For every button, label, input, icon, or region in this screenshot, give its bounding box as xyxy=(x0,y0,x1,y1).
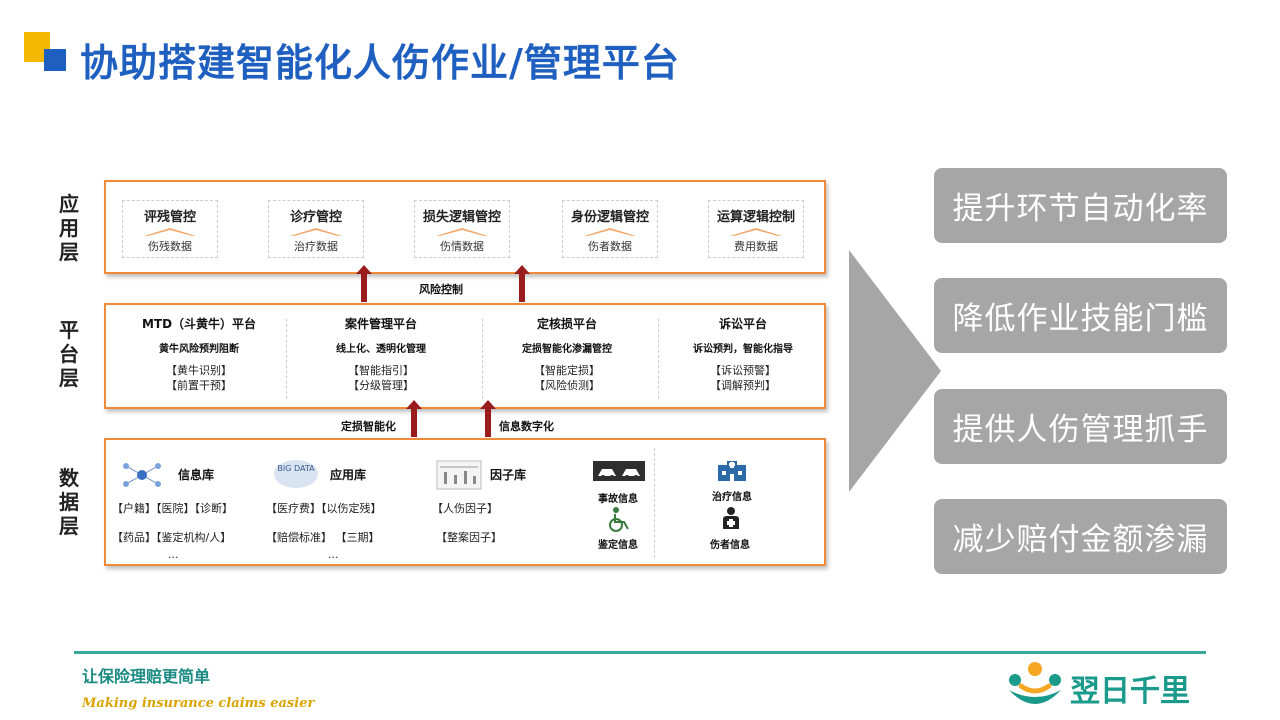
car-accident-icon xyxy=(593,461,645,481)
treatment-info-label: 治疗信息 xyxy=(712,492,752,503)
app-library-more: ... xyxy=(328,548,339,561)
data-layer-label: 数据层 xyxy=(59,466,79,538)
page-title: 协助搭建智能化人伤作业/管理平台 xyxy=(80,41,680,85)
up-arrow-left xyxy=(356,265,372,302)
data-layer: 信息库 【户籍】【医院】【诊断】 【药品】【鉴定机构/人】 ... BIG DA… xyxy=(104,438,826,566)
big-data-icon-text: BIG DATA xyxy=(277,464,315,473)
roof-icon xyxy=(730,228,782,236)
factor-library-row2: 【整案因子】 xyxy=(436,531,502,544)
roof-icon xyxy=(436,228,488,236)
loss-intelligence-label: 定损智能化 xyxy=(341,420,396,433)
benefit-management-handle: 提供人伤管理抓手 xyxy=(934,389,1227,464)
footer-divider xyxy=(74,651,1206,654)
risk-control-label: 风险控制 xyxy=(419,283,463,296)
app-module-loss-logic: 损失逻辑管控 伤情数据 xyxy=(414,200,510,258)
injured-person-icon xyxy=(723,507,739,529)
app-library-row1: 【医疗费】【以伤定残】 xyxy=(266,502,382,515)
hospital-icon xyxy=(718,461,746,481)
app-library-title: 应用库 xyxy=(330,468,367,482)
app-library-row2: 【赔偿标准】 【三期】 xyxy=(266,531,380,544)
big-data-icon: BIG DATA xyxy=(274,460,318,488)
factor-library-title: 因子库 xyxy=(490,468,527,482)
app-module-disability: 评残管控 伤残数据 xyxy=(122,200,218,258)
app-module-treatment: 诊疗管控 治疗数据 xyxy=(268,200,364,258)
up-arrow-right xyxy=(514,265,530,302)
platform-layer: MTD（斗黄牛）平台 黄牛风险预判阻断 【黄牛识别】 【前置干预】 案件管理平台… xyxy=(104,303,826,409)
platform-mtd: MTD（斗黄牛）平台 黄牛风险预判阻断 【黄牛识别】 【前置干预】 xyxy=(141,317,257,392)
title-deco-blue xyxy=(44,49,66,71)
app-layer-label: 应用层 xyxy=(59,192,79,264)
platform-layer-label: 平台层 xyxy=(59,318,79,390)
chevron-right-icon xyxy=(849,250,941,492)
up-arrow-left xyxy=(406,400,422,437)
info-library-more: ... xyxy=(168,548,179,561)
roof-icon xyxy=(584,228,636,236)
network-icon xyxy=(123,463,161,487)
info-digitization-label: 信息数字化 xyxy=(499,420,554,433)
benefit-skill-threshold: 降低作业技能门槛 xyxy=(934,278,1227,353)
info-library-row1: 【户籍】【医院】【诊断】 xyxy=(112,502,233,515)
factor-library-row1: 【人伤因子】 xyxy=(432,502,498,515)
info-library-title: 信息库 xyxy=(178,468,215,482)
divider xyxy=(658,319,659,399)
divider xyxy=(482,319,483,399)
accident-info-label: 事故信息 xyxy=(598,494,638,505)
roof-icon xyxy=(144,228,196,236)
benefit-automation: 提升环节自动化率 xyxy=(934,168,1227,243)
factor-chart-icon xyxy=(436,460,482,490)
injured-info-label: 伤者信息 xyxy=(710,540,750,551)
divider xyxy=(286,319,287,399)
appraisal-info-label: 鉴定信息 xyxy=(598,540,638,551)
wheelchair-icon xyxy=(609,507,629,532)
info-library-row2: 【药品】【鉴定机构/人】 xyxy=(112,531,232,544)
platform-litigation: 诉讼平台 诉讼预判，智能化指导 【诉讼预警】 【调解预判】 xyxy=(693,317,793,392)
company-logo-icon xyxy=(1009,662,1061,704)
app-module-calc-logic: 运算逻辑控制 费用数据 xyxy=(708,200,804,258)
company-logo-text: 翌日千里 xyxy=(1070,674,1190,709)
application-layer: 评残管控 伤残数据 诊疗管控 治疗数据 损失逻辑管控 伤情数据 身份逻辑管控 伤… xyxy=(104,180,826,274)
platform-loss-assessment: 定核损平台 定损智能化渗漏管控 【智能定损】 【风险侦测】 xyxy=(522,317,612,392)
app-module-identity-logic: 身份逻辑管控 伤者数据 xyxy=(562,200,658,258)
slogan-chinese: 让保险理赔更简单 xyxy=(82,667,211,686)
slogan-english: Making insurance claims easier xyxy=(82,696,315,711)
roof-icon xyxy=(290,228,342,236)
up-arrow-right xyxy=(480,400,496,437)
divider xyxy=(654,448,655,558)
platform-case-management: 案件管理平台 线上化、透明化管理 【智能指引】 【分级管理】 xyxy=(336,317,426,392)
benefit-leakage-reduction: 减少赔付金额渗漏 xyxy=(934,499,1227,574)
